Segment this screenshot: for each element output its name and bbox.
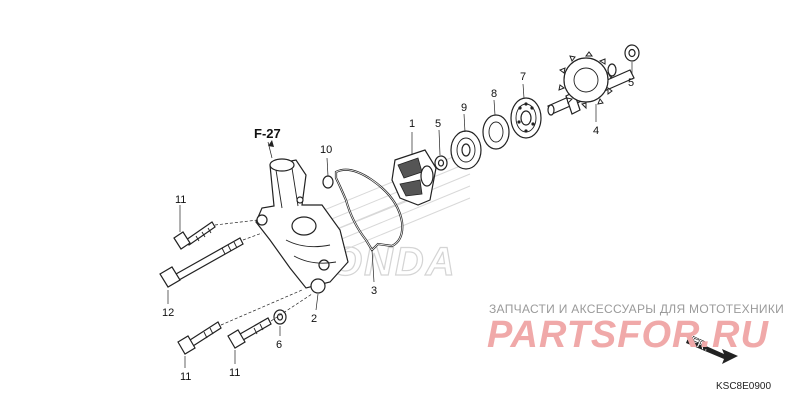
callout-6: 6	[276, 339, 282, 351]
gasket-inner	[335, 169, 403, 251]
oil-seal	[450, 130, 482, 170]
diagram-code: KSC8E0900	[716, 381, 772, 392]
shop-caption: ЗАПЧАСТИ И АКСЕССУАРЫ ДЛЯ МОТОТЕХНИКИ	[489, 302, 785, 316]
front-arrow-icon	[686, 338, 738, 364]
callout-1: 1	[409, 118, 415, 130]
collar	[482, 114, 510, 150]
callout-5-left: 5	[435, 118, 441, 130]
pump-shaft-gear	[547, 51, 635, 116]
callout-10: 10	[320, 144, 332, 156]
callout-4: 4	[593, 125, 599, 137]
callout-3: 3	[371, 285, 377, 297]
callout-11-top: 11	[175, 194, 186, 206]
callout-11-bottom-left: 11	[180, 371, 191, 383]
washer-left-hole	[437, 159, 445, 167]
bolt-12-long	[159, 237, 244, 288]
bolt-11-top	[173, 221, 216, 250]
callout-12: 12	[162, 307, 174, 319]
callout-11-bottom-right: 11	[229, 367, 240, 379]
shop-logo: PARTSFOR.RU	[487, 314, 769, 356]
bearing	[510, 97, 542, 139]
bolt-11-bottom-left	[177, 321, 222, 355]
callout-9: 9	[461, 102, 467, 114]
ref-arrow-icon	[268, 140, 274, 147]
callout-8: 8	[491, 88, 497, 100]
callout-7: 7	[520, 71, 526, 83]
dowel-pin	[322, 175, 334, 189]
callout-2: 2	[311, 313, 317, 325]
leader-lines	[167, 62, 633, 368]
callout-5-right: 5	[628, 77, 634, 89]
bolt-11-bottom-right	[227, 317, 272, 349]
washer-right-hole	[628, 48, 636, 58]
impeller	[391, 149, 437, 206]
pump-cover	[255, 158, 349, 294]
ref-leader	[267, 141, 273, 159]
ref-label-f27: F-27	[254, 126, 281, 141]
